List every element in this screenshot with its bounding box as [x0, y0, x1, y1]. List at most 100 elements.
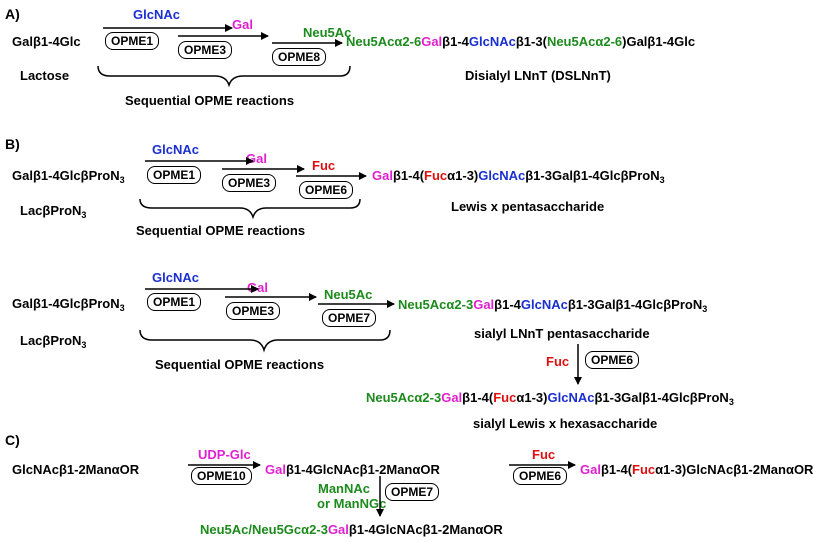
brace: [139, 329, 391, 353]
sugar-fuc-label: Fuc: [532, 447, 556, 462]
name-text: LacβProN: [20, 333, 82, 348]
enzyme-opme1-box: OPME1: [147, 166, 202, 184]
gal-residue: Gal: [580, 462, 601, 477]
linkage-text: β1-3Galβ1-4GlcβProN: [594, 390, 729, 405]
formula-text: Galβ1-4GlcβProN: [12, 168, 120, 183]
neu5ac-residue: Neu5Acα2-6: [346, 34, 422, 49]
dslnnt-formula: Neu5Acα2-6Galβ1-4GlcNAcβ1-3(Neu5Acα2-6)G…: [346, 34, 695, 50]
neu5ac-residue: Neu5Acα2-3: [366, 390, 442, 405]
sialyl-lnnt-formula: Neu5Acα2-3Galβ1-4GlcNAcβ1-3Galβ1-4GlcβPr…: [398, 297, 708, 314]
linkage-text: α1-3)GlcNAcβ1-2ManαOR: [655, 462, 813, 477]
enzyme-opme6-box: OPME6: [585, 351, 640, 369]
subscript: 3: [659, 175, 665, 185]
linkage-text: β1-4: [442, 34, 469, 49]
subscript: 3: [728, 397, 734, 407]
lewis-x-man-formula: Galβ1-4(Fucα1-3)GlcNAcβ1-2ManαOR: [580, 462, 813, 478]
brace: [97, 65, 351, 88]
glcnac-residue: GlcNAc: [468, 34, 516, 49]
enzyme-opme3-box: OPME3: [222, 174, 277, 192]
linkage-text: β1-4GlcNAcβ1-2ManαOR: [285, 462, 440, 477]
section-label-b: B): [5, 136, 20, 152]
gal-residue: Gal: [372, 168, 393, 183]
fuc-residue: Fuc: [632, 462, 656, 477]
sugar-udp-glc-label: UDP-Glc: [198, 447, 251, 462]
linkage-text: β1-4(: [600, 462, 633, 477]
gal-residue: Gal: [327, 522, 349, 537]
neu5ac-residue: Neu5Acα2-3: [398, 297, 474, 312]
sugar-fuc-label: Fuc: [312, 158, 336, 173]
enzyme-opme1-box: OPME1: [147, 293, 202, 311]
linkage-text: β1-4GlcNAcβ1-2ManαOR: [348, 522, 503, 537]
enzyme-opme10-box: OPME10: [191, 467, 252, 485]
glcnac-residue: GlcNAc: [520, 297, 568, 312]
enzyme-opme6-box: OPME6: [513, 467, 568, 485]
brace: [139, 198, 361, 220]
subscript: 3: [119, 175, 125, 185]
gal-residue: Gal: [421, 34, 443, 49]
lacproN3-formula: Galβ1-4GlcβProN3: [12, 296, 125, 313]
dslnnt-name: Disialyl LNnT (DSLNnT): [465, 68, 611, 83]
lacproN3-name: LacβProN3: [20, 203, 87, 220]
section-label-a: A): [5, 6, 20, 22]
lactose-name: Lactose: [20, 68, 70, 83]
fuc-residue: Fuc: [424, 168, 448, 183]
brace-label-b1: Sequential OPME reactions: [136, 223, 306, 238]
brace-label-b2: Sequential OPME reactions: [155, 357, 325, 372]
sugar-neu5ac-label: Neu5Ac: [303, 25, 352, 40]
enzyme-opme8-box: OPME8: [272, 48, 327, 66]
enzyme-opme1-box: OPME1: [105, 32, 160, 50]
lewis-x-name: Lewis x pentasaccharide: [451, 199, 605, 214]
brace-label-a: Sequential OPME reactions: [125, 93, 295, 108]
lacproN3-formula: Galβ1-4GlcβProN3: [12, 168, 125, 185]
enzyme-opme6-box: OPME6: [299, 181, 354, 199]
enzyme-opme3-box: OPME3: [226, 302, 281, 320]
fuc-residue: Fuc: [493, 390, 517, 405]
lewis-x-formula: Galβ1-4(Fucα1-3)GlcNAcβ1-3Galβ1-4GlcβPro…: [372, 168, 665, 185]
gal-residue: Gal: [441, 390, 463, 405]
sialyl-lewis-x-name: sialyl Lewis x hexasaccharide: [473, 416, 658, 431]
subscript: 3: [81, 340, 87, 350]
linkage-text: α1-3): [447, 168, 479, 183]
enzyme-opme7-box: OPME7: [385, 483, 440, 501]
glcnac-residue: GlcNAc: [547, 390, 595, 405]
neu5ac-residue: Neu5Ac/Neu5Gcα2-3: [200, 522, 328, 537]
sugar-gal-label: Gal: [246, 151, 267, 166]
sugar-manngc-label: or ManNGc: [317, 496, 387, 511]
subscript: 3: [81, 210, 87, 220]
linkage-text: β1-3Galβ1-4GlcβProN: [525, 168, 660, 183]
linkage-text: β1-4: [494, 297, 521, 312]
glcnac-man-formula: GlcNAcβ1-2ManαOR: [12, 462, 140, 477]
linkage-text: α1-3): [516, 390, 548, 405]
sugar-gal-label: Gal: [232, 17, 253, 32]
gal-residue: Gal: [473, 297, 495, 312]
glcnac-residue: GlcNAc: [478, 168, 526, 183]
sugar-gal-label: Gal: [247, 280, 268, 295]
sugar-mannac-label: ManNAc: [318, 481, 371, 496]
sugar-glcnac-label: GlcNAc: [152, 142, 199, 157]
lacnac-man-formula: Galβ1-4GlcNAcβ1-2ManαOR: [265, 462, 440, 478]
sugar-glcnac-label: GlcNAc: [133, 7, 180, 22]
sialyl-lewis-x-formula: Neu5Acα2-3Galβ1-4(Fucα1-3)GlcNAcβ1-3Galβ…: [366, 390, 734, 407]
linkage-text: β1-3Galβ1-4GlcβProN: [567, 297, 703, 312]
sugar-glcnac-label: GlcNAc: [152, 270, 199, 285]
linkage-text: β1-3(: [515, 34, 547, 49]
sugar-fuc-label: Fuc: [546, 354, 570, 369]
subscript: 3: [119, 303, 125, 313]
enzyme-opme3-box: OPME3: [178, 41, 233, 59]
linkage-text: )Galβ1-4Glc: [622, 34, 696, 49]
enzyme-opme7-box: OPME7: [322, 309, 377, 327]
linkage-text: β1-4(: [392, 168, 425, 183]
sialyl-lnnt-name: sialyl LNnT pentasaccharide: [474, 326, 650, 341]
linkage-text: β1-4(: [462, 390, 494, 405]
sialyl-lacnac-man-formula: Neu5Ac/Neu5Gcα2-3Galβ1-4GlcNAcβ1-2ManαOR: [200, 522, 503, 538]
neu5ac-residue: Neu5Acα2-6: [546, 34, 623, 49]
gal-residue: Gal: [265, 462, 286, 477]
section-label-c: C): [5, 432, 20, 448]
name-text: LacβProN: [20, 203, 82, 218]
lacproN3-name: LacβProN3: [20, 333, 87, 350]
subscript: 3: [702, 304, 708, 314]
sugar-neu5ac-label: Neu5Ac: [324, 287, 373, 302]
lactose-formula: Galβ1-4Glc: [12, 34, 81, 49]
formula-text: Galβ1-4GlcβProN: [12, 296, 120, 311]
